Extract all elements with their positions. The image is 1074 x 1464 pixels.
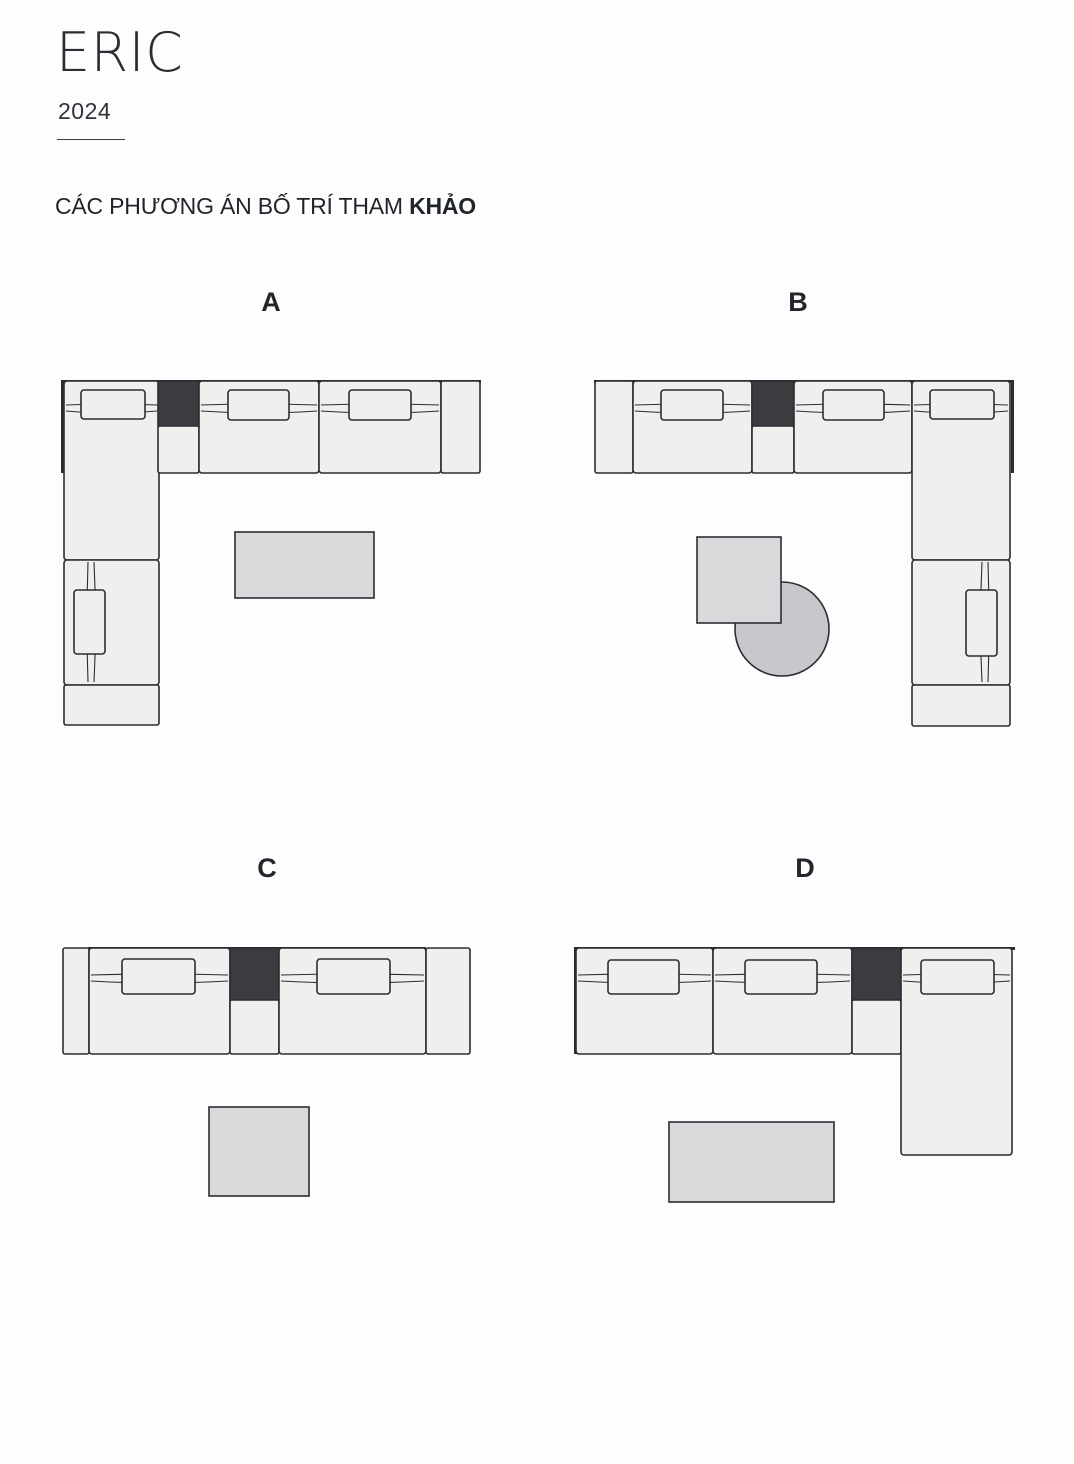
console-table-base (851, 999, 902, 1055)
cushion (920, 959, 995, 995)
seat-module (88, 947, 231, 1055)
layout-label-b: B (788, 287, 808, 317)
backrest-edge (61, 380, 64, 473)
console-table-top (229, 947, 280, 1001)
layout-label-a: A (261, 287, 281, 317)
layout-c (62, 947, 471, 1197)
backrest-edge (1011, 380, 1014, 473)
cushion (822, 389, 885, 421)
section-title-bold: KHẢO (409, 193, 476, 219)
cushion (227, 389, 290, 421)
cushion (965, 589, 998, 657)
side-seat-module (63, 559, 160, 686)
cushion (348, 389, 412, 421)
armrest (440, 380, 481, 474)
brand-title: ERIC (56, 21, 184, 84)
chaise-module (63, 380, 160, 561)
console-table-base (229, 999, 280, 1055)
seat-module (793, 380, 913, 474)
cushion (80, 389, 146, 420)
cushion (316, 958, 391, 995)
seat-module (278, 947, 427, 1055)
layout-b (594, 380, 1014, 727)
chaise-module (900, 947, 1013, 1156)
armrest (425, 947, 471, 1055)
layout-a (61, 380, 481, 726)
layout-label-d: D (795, 853, 815, 883)
seat-module (318, 380, 442, 474)
title-divider (57, 139, 125, 140)
chaise-module (911, 380, 1011, 561)
seat-module (632, 380, 753, 474)
layout-label-c: C (257, 853, 277, 883)
console-table-base (751, 425, 795, 474)
cushion (121, 958, 196, 995)
cushion (73, 589, 106, 655)
seat-module (712, 947, 853, 1055)
seat-module (198, 380, 320, 474)
section-title-regular: CÁC PHƯƠNG ÁN BỐ TRÍ THAM (55, 193, 410, 219)
side-seat-module (911, 559, 1011, 686)
coffee-table (208, 1106, 310, 1197)
layout-d (574, 947, 1015, 1203)
cushion (607, 959, 680, 995)
cushion (744, 959, 818, 995)
square-coffee-table (696, 536, 782, 624)
cushion (660, 389, 724, 421)
coffee-table (234, 531, 375, 599)
armrest (594, 380, 634, 474)
console-table-top (157, 380, 200, 427)
coffee-table (668, 1121, 835, 1203)
armrest (63, 684, 160, 726)
section-title: CÁC PHƯƠNG ÁN BỐ TRÍ THAM KHẢO (55, 193, 476, 220)
cushion (929, 389, 995, 420)
seat-module (575, 947, 714, 1055)
armrest (911, 684, 1011, 727)
brand-year: 2024 (58, 98, 112, 124)
console-table-top (851, 947, 902, 1001)
console-table-top (751, 380, 795, 427)
armrest (62, 947, 90, 1055)
console-table-base (157, 425, 200, 474)
